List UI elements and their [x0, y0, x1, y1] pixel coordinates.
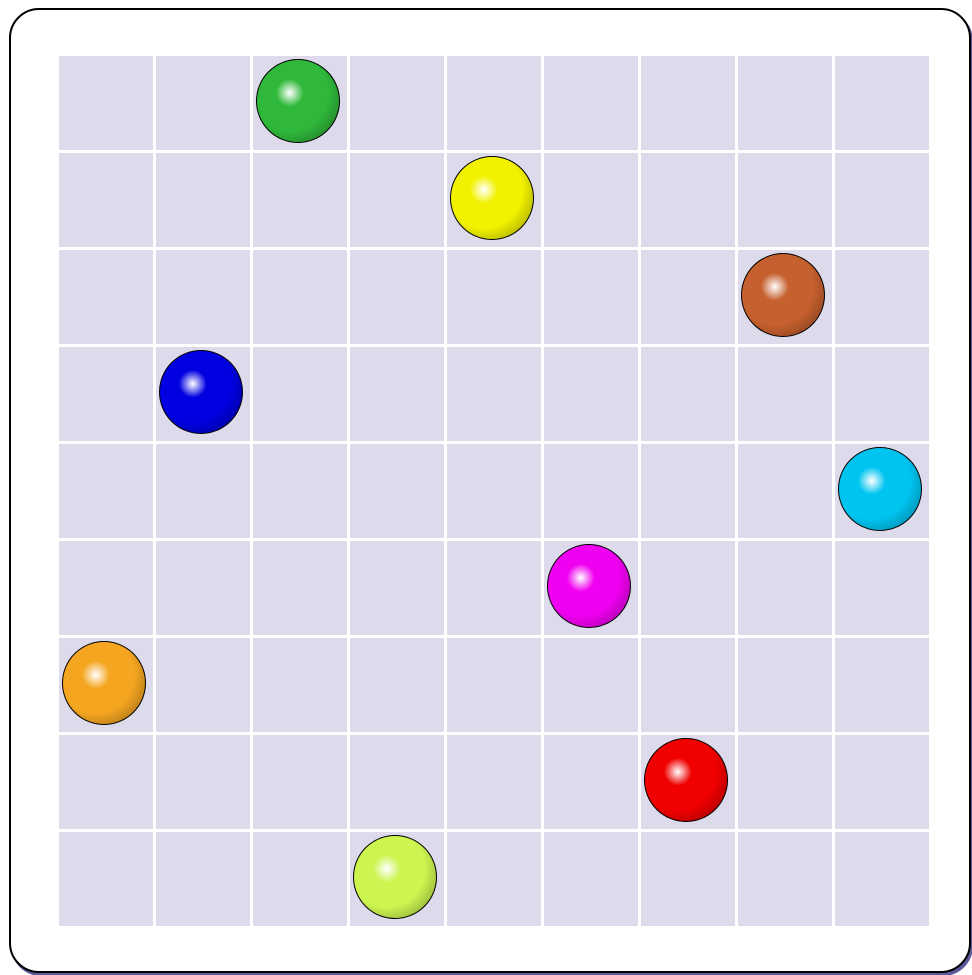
grid-cell[interactable]: [447, 735, 541, 829]
grid-cell[interactable]: [738, 735, 832, 829]
grid-cell[interactable]: [835, 735, 929, 829]
grid-cell[interactable]: [447, 347, 541, 441]
grid-cell[interactable]: [447, 56, 541, 150]
grid-cell[interactable]: [156, 638, 250, 732]
grid-cell[interactable]: [253, 832, 347, 926]
grid-cell[interactable]: [835, 638, 929, 732]
grid-cell[interactable]: [641, 250, 735, 344]
grid-cell[interactable]: [253, 153, 347, 247]
grid-cell[interactable]: [350, 153, 444, 247]
grid-cell[interactable]: [544, 250, 638, 344]
grid-cell[interactable]: [641, 638, 735, 732]
grid-cell[interactable]: [738, 153, 832, 247]
grid-cell[interactable]: [156, 735, 250, 829]
grid-cell[interactable]: [59, 735, 153, 829]
grid-cell[interactable]: [835, 347, 929, 441]
grid-cell[interactable]: [253, 444, 347, 538]
grid-cell[interactable]: [447, 832, 541, 926]
blue-ball[interactable]: [159, 350, 243, 434]
grid-cell[interactable]: [641, 56, 735, 150]
grid-cell[interactable]: [350, 56, 444, 150]
grid-cell[interactable]: [253, 347, 347, 441]
grid-cell[interactable]: [641, 444, 735, 538]
grid-cell[interactable]: [156, 541, 250, 635]
grid-cell[interactable]: [59, 56, 153, 150]
yellow-ball[interactable]: [450, 156, 534, 240]
grid-cell[interactable]: [59, 444, 153, 538]
grid-cell[interactable]: [835, 250, 929, 344]
cyan-ball[interactable]: [838, 447, 922, 531]
grid-cell[interactable]: [641, 347, 735, 441]
grid-cell[interactable]: [544, 347, 638, 441]
magenta-ball[interactable]: [547, 544, 631, 628]
grid-cell[interactable]: [156, 444, 250, 538]
grid-cell[interactable]: [156, 56, 250, 150]
grid-cell[interactable]: [738, 832, 832, 926]
grid-cell[interactable]: [641, 153, 735, 247]
brown-ball[interactable]: [741, 253, 825, 337]
grid-cell[interactable]: [156, 832, 250, 926]
grid-cell[interactable]: [544, 56, 638, 150]
grid-cell[interactable]: [738, 347, 832, 441]
grid-cell[interactable]: [350, 735, 444, 829]
grid-cell[interactable]: [641, 832, 735, 926]
grid-cell[interactable]: [447, 444, 541, 538]
grid-cell[interactable]: [641, 541, 735, 635]
grid-cell[interactable]: [544, 832, 638, 926]
grid-cell[interactable]: [447, 250, 541, 344]
grid-cell[interactable]: [59, 250, 153, 344]
grid-cell[interactable]: [156, 250, 250, 344]
game-grid: [59, 56, 928, 925]
grid-cell[interactable]: [156, 153, 250, 247]
red-ball[interactable]: [644, 738, 728, 822]
grid-cell[interactable]: [835, 832, 929, 926]
grid-cell[interactable]: [253, 250, 347, 344]
grid-cell[interactable]: [544, 735, 638, 829]
grid-cell[interactable]: [253, 638, 347, 732]
grid-cell[interactable]: [59, 832, 153, 926]
green-ball[interactable]: [256, 59, 340, 143]
orange-ball[interactable]: [62, 641, 146, 725]
grid-cell[interactable]: [544, 153, 638, 247]
grid-cell[interactable]: [350, 541, 444, 635]
grid-cell[interactable]: [59, 347, 153, 441]
grid-cell[interactable]: [253, 541, 347, 635]
lime-ball[interactable]: [353, 835, 437, 919]
grid-cell[interactable]: [350, 250, 444, 344]
grid-cell[interactable]: [544, 444, 638, 538]
grid-cell[interactable]: [350, 444, 444, 538]
grid-cell[interactable]: [59, 153, 153, 247]
grid-cell[interactable]: [544, 638, 638, 732]
grid-cell[interactable]: [447, 541, 541, 635]
grid-cell[interactable]: [738, 638, 832, 732]
grid-cell[interactable]: [738, 56, 832, 150]
grid-cell[interactable]: [738, 541, 832, 635]
grid-cell[interactable]: [835, 56, 929, 150]
grid-cell[interactable]: [835, 541, 929, 635]
grid-cell[interactable]: [350, 347, 444, 441]
grid-cell[interactable]: [253, 735, 347, 829]
grid-cell[interactable]: [738, 444, 832, 538]
grid-cell[interactable]: [835, 153, 929, 247]
grid-cell[interactable]: [447, 638, 541, 732]
grid-cell[interactable]: [59, 541, 153, 635]
grid-cell[interactable]: [350, 638, 444, 732]
